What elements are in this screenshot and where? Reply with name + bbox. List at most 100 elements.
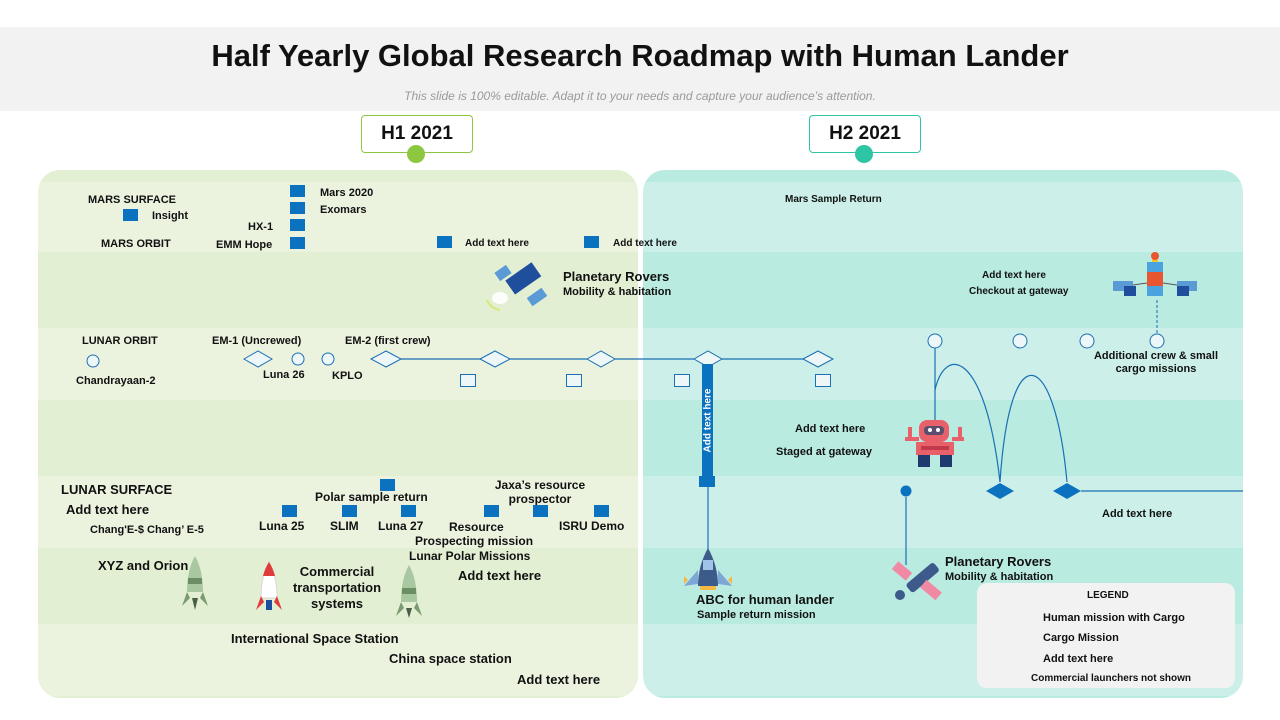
- rocket-icon: [256, 560, 282, 610]
- header-band: [0, 27, 1280, 111]
- mission-square: [437, 236, 452, 248]
- mission-square: [290, 202, 305, 214]
- h2-orbit-circle: [1149, 333, 1165, 349]
- mars-sample-return: Mars Sample Return: [785, 194, 882, 205]
- h1-panel: [38, 170, 638, 698]
- legend-cargo: Cargo Mission: [1043, 632, 1119, 644]
- lunar-orbit-label: LUNAR ORBIT: [82, 335, 158, 347]
- rovers-top-title: Planetary Rovers: [563, 269, 670, 284]
- prospecting-label: Prospecting mission: [415, 534, 534, 548]
- luna26-label: Luna 26: [263, 369, 305, 381]
- orbit-square: [566, 374, 582, 387]
- rocket-icon: [396, 565, 422, 618]
- spaceship-icon: [684, 548, 732, 590]
- lunar-surface-band: [38, 476, 1243, 548]
- surface-dot: [900, 485, 912, 497]
- legend-title: LEGEND: [1087, 590, 1129, 601]
- commercial-label: Commercial transportation systems: [292, 564, 382, 611]
- slim-label: SLIM: [330, 519, 359, 533]
- iss-label: International Space Station: [231, 631, 399, 646]
- h2-orbit-circle: [1012, 333, 1028, 349]
- em2-diamond: [369, 350, 403, 368]
- mars-add-text-1: Add text here: [465, 238, 529, 249]
- chandrayaan-circle: [86, 354, 100, 368]
- stations-add-text: Add text here: [517, 672, 601, 687]
- hx1-label: HX-1: [248, 221, 274, 233]
- lunar-orbit-band: [38, 328, 1243, 400]
- legend-human: Human mission with Cargo: [1043, 612, 1185, 624]
- mission-square: [290, 219, 305, 231]
- polar-sample-label: Polar sample return: [315, 490, 428, 504]
- luna26-circle: [291, 352, 305, 366]
- period-h1-dot: [407, 145, 425, 163]
- em1-label: EM-1 (Uncrewed): [212, 335, 302, 347]
- orbit-diamond: [801, 350, 835, 368]
- legend-add: Add text here: [1043, 653, 1114, 665]
- h2-orbit-circle: [1079, 333, 1095, 349]
- satellite-icon: [486, 262, 548, 311]
- lunar-polar-label: Lunar Polar Missions: [409, 549, 531, 563]
- mars-band: [38, 182, 1243, 252]
- mission-square: [401, 505, 416, 517]
- rovers-bottom-sub: Mobility & habitation: [945, 571, 1054, 583]
- xyz-orion-label: XYZ and Orion: [98, 558, 189, 573]
- satellite-icon: [1113, 252, 1197, 296]
- china-station-label: China space station: [389, 651, 512, 666]
- resource-label: Resource: [449, 520, 504, 534]
- em1-diamond: [242, 350, 274, 368]
- kplo-circle: [321, 352, 335, 366]
- surface-diamond: [986, 483, 1014, 499]
- mars-surface-label: MARS SURFACE: [88, 194, 177, 206]
- gateway-top-line2: Checkout at gateway: [969, 286, 1069, 297]
- mission-square: [290, 237, 305, 249]
- mission-square: [380, 479, 395, 491]
- luna25-label: Luna 25: [259, 519, 305, 533]
- legend-box: [977, 583, 1235, 688]
- rovers-bottom-title: Planetary Rovers: [945, 554, 1052, 569]
- mars2020-label: Mars 2020: [320, 187, 374, 199]
- mission-square: [282, 505, 297, 517]
- lunar-surface-add-text: Add text here: [66, 502, 150, 517]
- exomars-label: Exomars: [320, 204, 367, 216]
- jaxa-label: Jaxa’s resource prospector: [494, 478, 586, 506]
- gateway-mid-line2: Staged at gateway: [776, 446, 872, 458]
- orbit-loop-path: [934, 363, 1068, 483]
- orbit-square: [460, 374, 476, 387]
- surface-right-add-text: Add text here: [1102, 508, 1173, 520]
- mars-add-text-2: Add text here: [613, 238, 677, 249]
- rovers-top-sub: Mobility & habitation: [563, 286, 672, 298]
- change-label: Chang'E-$ Chang’ E-5: [90, 524, 204, 536]
- orbit-square: [674, 374, 690, 387]
- kplo-label: KPLO: [332, 370, 363, 382]
- vertical-add-text: Add text here: [702, 388, 714, 453]
- mission-square: [533, 505, 548, 517]
- orbit-diamond: [585, 350, 617, 368]
- mission-square: [123, 209, 138, 221]
- satellite-icon: [891, 561, 942, 601]
- gateway-top-line1: Add text here: [982, 270, 1046, 281]
- robot-icon: [905, 420, 964, 467]
- orbit-square: [815, 374, 831, 387]
- insight-label: Insight: [152, 210, 189, 222]
- mission-square: [594, 505, 609, 517]
- isru-label: ISRU Demo: [559, 519, 625, 533]
- orbit-diamond: [478, 350, 512, 368]
- transport-add-text: Add text here: [458, 568, 542, 583]
- page-title: Half Yearly Global Research Roadmap with…: [211, 38, 1069, 73]
- mission-square: [290, 185, 305, 197]
- page-subtitle: This slide is 100% editable. Adapt it to…: [404, 89, 876, 103]
- mission-square: [342, 505, 357, 517]
- abc-lander-sub: Sample return mission: [697, 609, 816, 621]
- additional-crew-label: Additional crew & small cargo missions: [1093, 350, 1219, 375]
- surface-diamond: [1053, 483, 1081, 499]
- mission-square: [484, 505, 499, 517]
- rocket-icon: [182, 556, 208, 610]
- legend-note: Commercial launchers not shown: [1031, 673, 1192, 684]
- gateway-mid-line1: Add text here: [795, 423, 866, 435]
- mars-orbit-label: MARS ORBIT: [101, 238, 171, 250]
- abc-lander-title: ABC for human lander: [696, 592, 834, 607]
- lunar-surface-label: LUNAR SURFACE: [61, 482, 173, 497]
- vertical-bar-base: [699, 476, 715, 487]
- emm-hope-label: EMM Hope: [216, 239, 273, 251]
- chandrayaan-label: Chandrayaan-2: [76, 375, 156, 387]
